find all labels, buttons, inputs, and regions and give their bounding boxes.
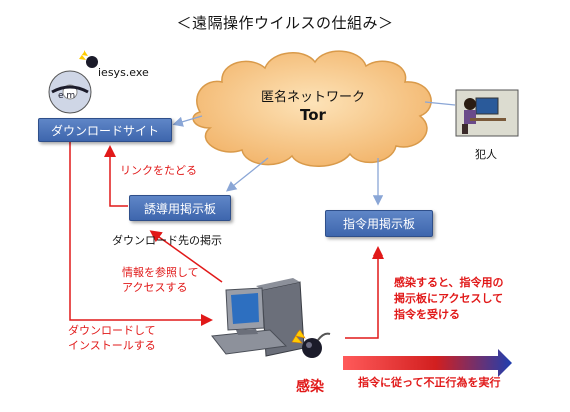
virus-disk-icon: e m (48, 50, 98, 114)
diagram-title: ＜遠隔操作ウイルスの仕組み＞ (176, 14, 394, 32)
install-label: ダウンロードして インストールする (68, 323, 156, 353)
follow-link-label: リンクをたどる (120, 164, 197, 177)
cloud-label: 匿名ネットワーク (260, 90, 365, 105)
install-line2: インストールする (68, 339, 156, 352)
cloud-tor-label: Tor (300, 106, 326, 124)
cloud-arrows (172, 101, 456, 206)
tor-cloud (192, 50, 432, 167)
command-board-box: 指令用掲示板 (325, 210, 433, 237)
download-site-box: ダウンロードサイト (38, 118, 172, 142)
culprit-label: 犯人 (475, 148, 497, 161)
culprit-icon (455, 89, 519, 137)
infected-access-line1: 感染すると、指令用の (394, 276, 504, 289)
arrow-cloud-to-download-site (172, 115, 203, 127)
arrow-infected-to-command (345, 247, 384, 339)
bomb-icon (291, 329, 331, 358)
execute-arrow (343, 349, 512, 377)
arrow-cloud-to-guide-board (225, 157, 269, 192)
svg-text:e m: e m (58, 91, 75, 101)
arrow-download-install (69, 142, 213, 326)
infection-label: 感染 (296, 379, 324, 395)
red-arrows (69, 142, 384, 339)
arrow-access-guide-board (149, 230, 223, 283)
guide-board-box: 誘導用掲示板 (129, 195, 231, 221)
line-culprit-to-cloud (424, 101, 456, 106)
infected-access-line2: 掲示板にアクセスして (394, 292, 504, 305)
execute-label: 指令に従って不正行為を実行 (358, 376, 501, 389)
download-post-label: ダウンロード先の掲示 (112, 234, 222, 247)
computer-icon (211, 278, 305, 357)
infected-access-line3: 指令を受ける (394, 308, 460, 321)
access-info-line2: アクセスする (122, 281, 188, 294)
install-line1: ダウンロードして (68, 324, 156, 337)
access-info-label: 情報を参照して アクセスする (122, 265, 199, 295)
infected-access-label: 感染すると、指令用の 掲示板にアクセスして 指令を受ける (394, 275, 504, 323)
access-info-line1: 情報を参照して (122, 266, 199, 279)
virus-filename: iesys.exe (98, 66, 149, 79)
arrow-follow-link (104, 145, 128, 207)
